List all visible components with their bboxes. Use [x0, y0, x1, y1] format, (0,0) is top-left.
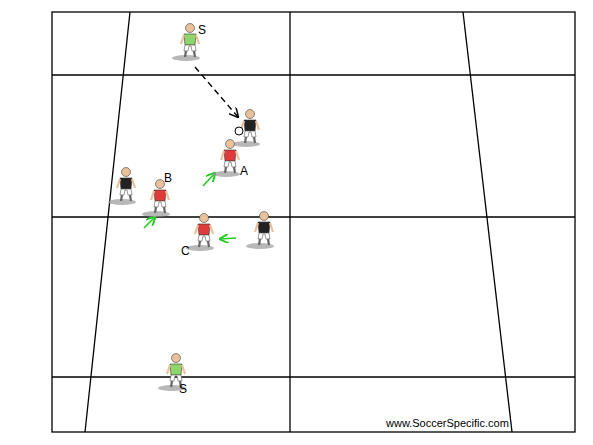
pitch-lines	[52, 12, 575, 432]
player-letter: S	[179, 383, 187, 395]
player-letter: A	[240, 165, 248, 177]
player-letter: C	[181, 245, 190, 257]
player-letter: S	[198, 24, 206, 36]
player-letter: B	[164, 172, 172, 184]
pass-arrow	[195, 67, 238, 117]
watermark: www.SoccerSpecific.com	[386, 418, 509, 429]
players	[108, 24, 274, 392]
